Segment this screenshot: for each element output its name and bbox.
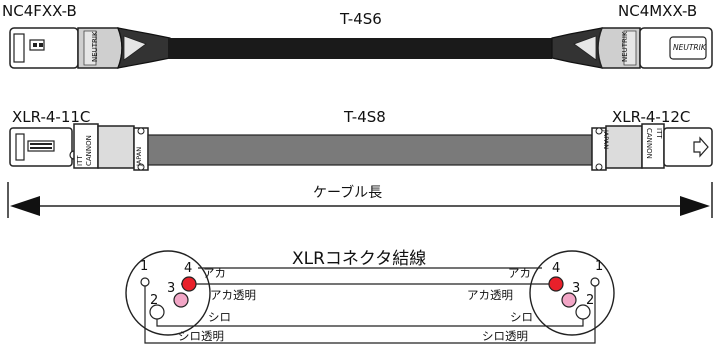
wire-label-left-red-clear: アカ透明 [210, 288, 256, 302]
cable-length-label: ケーブル長 [313, 185, 383, 201]
xlr-4-11c-connector [9, 123, 149, 171]
right-pin-4-label: 4 [552, 261, 561, 276]
wire-label-left-white: シロ [208, 310, 231, 324]
t4s6-label: T-4S6 [340, 10, 382, 28]
right-pin-2 [575, 304, 591, 320]
right-pin-1 [590, 277, 600, 287]
t4s8-label: T-4S8 [344, 108, 386, 126]
neutrik-right-logo: NEUTRIK [621, 31, 629, 62]
left-pin-3-label: 3 [167, 281, 176, 296]
wire-label-right-red-clear: アカ透明 [467, 288, 513, 302]
neutrik-tag: NEUTRIK [673, 43, 706, 52]
wire-label-right-white: シロ [510, 310, 533, 324]
nc4mxx-connector [551, 27, 713, 69]
length-arrow [7, 182, 713, 218]
left-connector-face [125, 250, 211, 336]
right-pin-2-label: 2 [586, 293, 595, 308]
wire-label-left-white-clear: シロ透明 [178, 329, 224, 343]
wiring-diagram [125, 250, 615, 344]
nc4mxx-label: NC4MXX-B [618, 2, 698, 20]
neutrik-left-logo: NEUTRIK [91, 31, 99, 62]
left-pin-4 [181, 276, 197, 292]
right-pin-1-label: 1 [595, 259, 604, 274]
itt-right: ITT [655, 128, 663, 139]
right-pin-4 [548, 276, 564, 292]
left-pin-3 [173, 292, 189, 308]
wire-white-clear [144, 282, 596, 344]
japan-right: JAPAN [602, 130, 610, 150]
cannon-left: CANNON [85, 135, 93, 166]
wire-label-left-red: アカ [203, 266, 226, 280]
left-pin-2 [149, 304, 165, 320]
itt-left: ITT [76, 155, 84, 167]
cannon-right: CANNON [645, 128, 653, 159]
xlr-4-12c-connector [591, 123, 713, 171]
cable-t4s6 [168, 38, 552, 59]
left-pin-2-label: 2 [150, 293, 159, 308]
right-connector-face [529, 250, 615, 336]
wire-label-right-white-clear: シロ透明 [482, 329, 528, 343]
left-pin-1-label: 1 [140, 259, 149, 274]
wire-white [156, 319, 584, 327]
left-pin-4-label: 4 [184, 261, 193, 276]
cable-t4s8 [147, 134, 593, 166]
xlr412c-label: XLR-4-12C [612, 108, 691, 126]
nc4fxx-connector [9, 27, 171, 69]
japan-left: JAPAN [135, 146, 143, 166]
right-pin-3 [561, 292, 577, 308]
wire-label-right-red: アカ [508, 266, 531, 280]
right-pin-3-label: 3 [572, 281, 581, 296]
left-pin-1 [140, 277, 150, 287]
nc4fxx-label: NC4FXX-B [2, 2, 77, 20]
wiring-title: XLRコネクタ結線 [292, 249, 427, 269]
xlr411c-label: XLR-4-11C [12, 108, 91, 126]
